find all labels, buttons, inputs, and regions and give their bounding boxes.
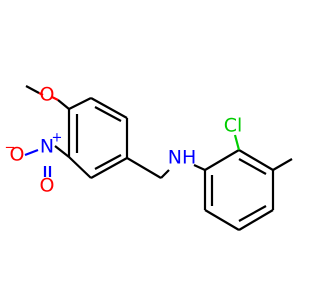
chlorine-atom: Cl	[224, 115, 243, 137]
benzyl-ring-bond	[126, 157, 162, 179]
chemical-structure: O N + O − O NH Cl	[5, 84, 293, 231]
nitro-o-left-bond	[24, 148, 39, 157]
nitro-bottom-oxygen: O	[40, 175, 55, 197]
left-benzene-ring	[67, 97, 129, 179]
nitro-ring-bond	[54, 145, 70, 158]
methoxy-ring-bond	[57, 99, 70, 110]
chlorine-bond	[233, 134, 241, 151]
nh-ring-bond	[193, 163, 206, 172]
amine-nitrogen: NH	[168, 147, 197, 169]
nitro-left-oxygen: O	[10, 144, 25, 166]
benzyl-nh-bond	[160, 169, 170, 179]
methoxy-o-bond-left	[38, 92, 44, 96]
right-benzene-ring	[203, 149, 275, 231]
methyl-bond	[25, 85, 40, 94]
nitro-minus-charge: −	[5, 141, 16, 156]
methoxy-oxygen: O	[40, 84, 55, 106]
nitro-nitrogen: N	[40, 136, 54, 158]
nitro-plus-charge: +	[52, 131, 63, 146]
methoxy-o-bond-right	[51, 96, 59, 101]
para-methyl-bond	[272, 158, 293, 171]
